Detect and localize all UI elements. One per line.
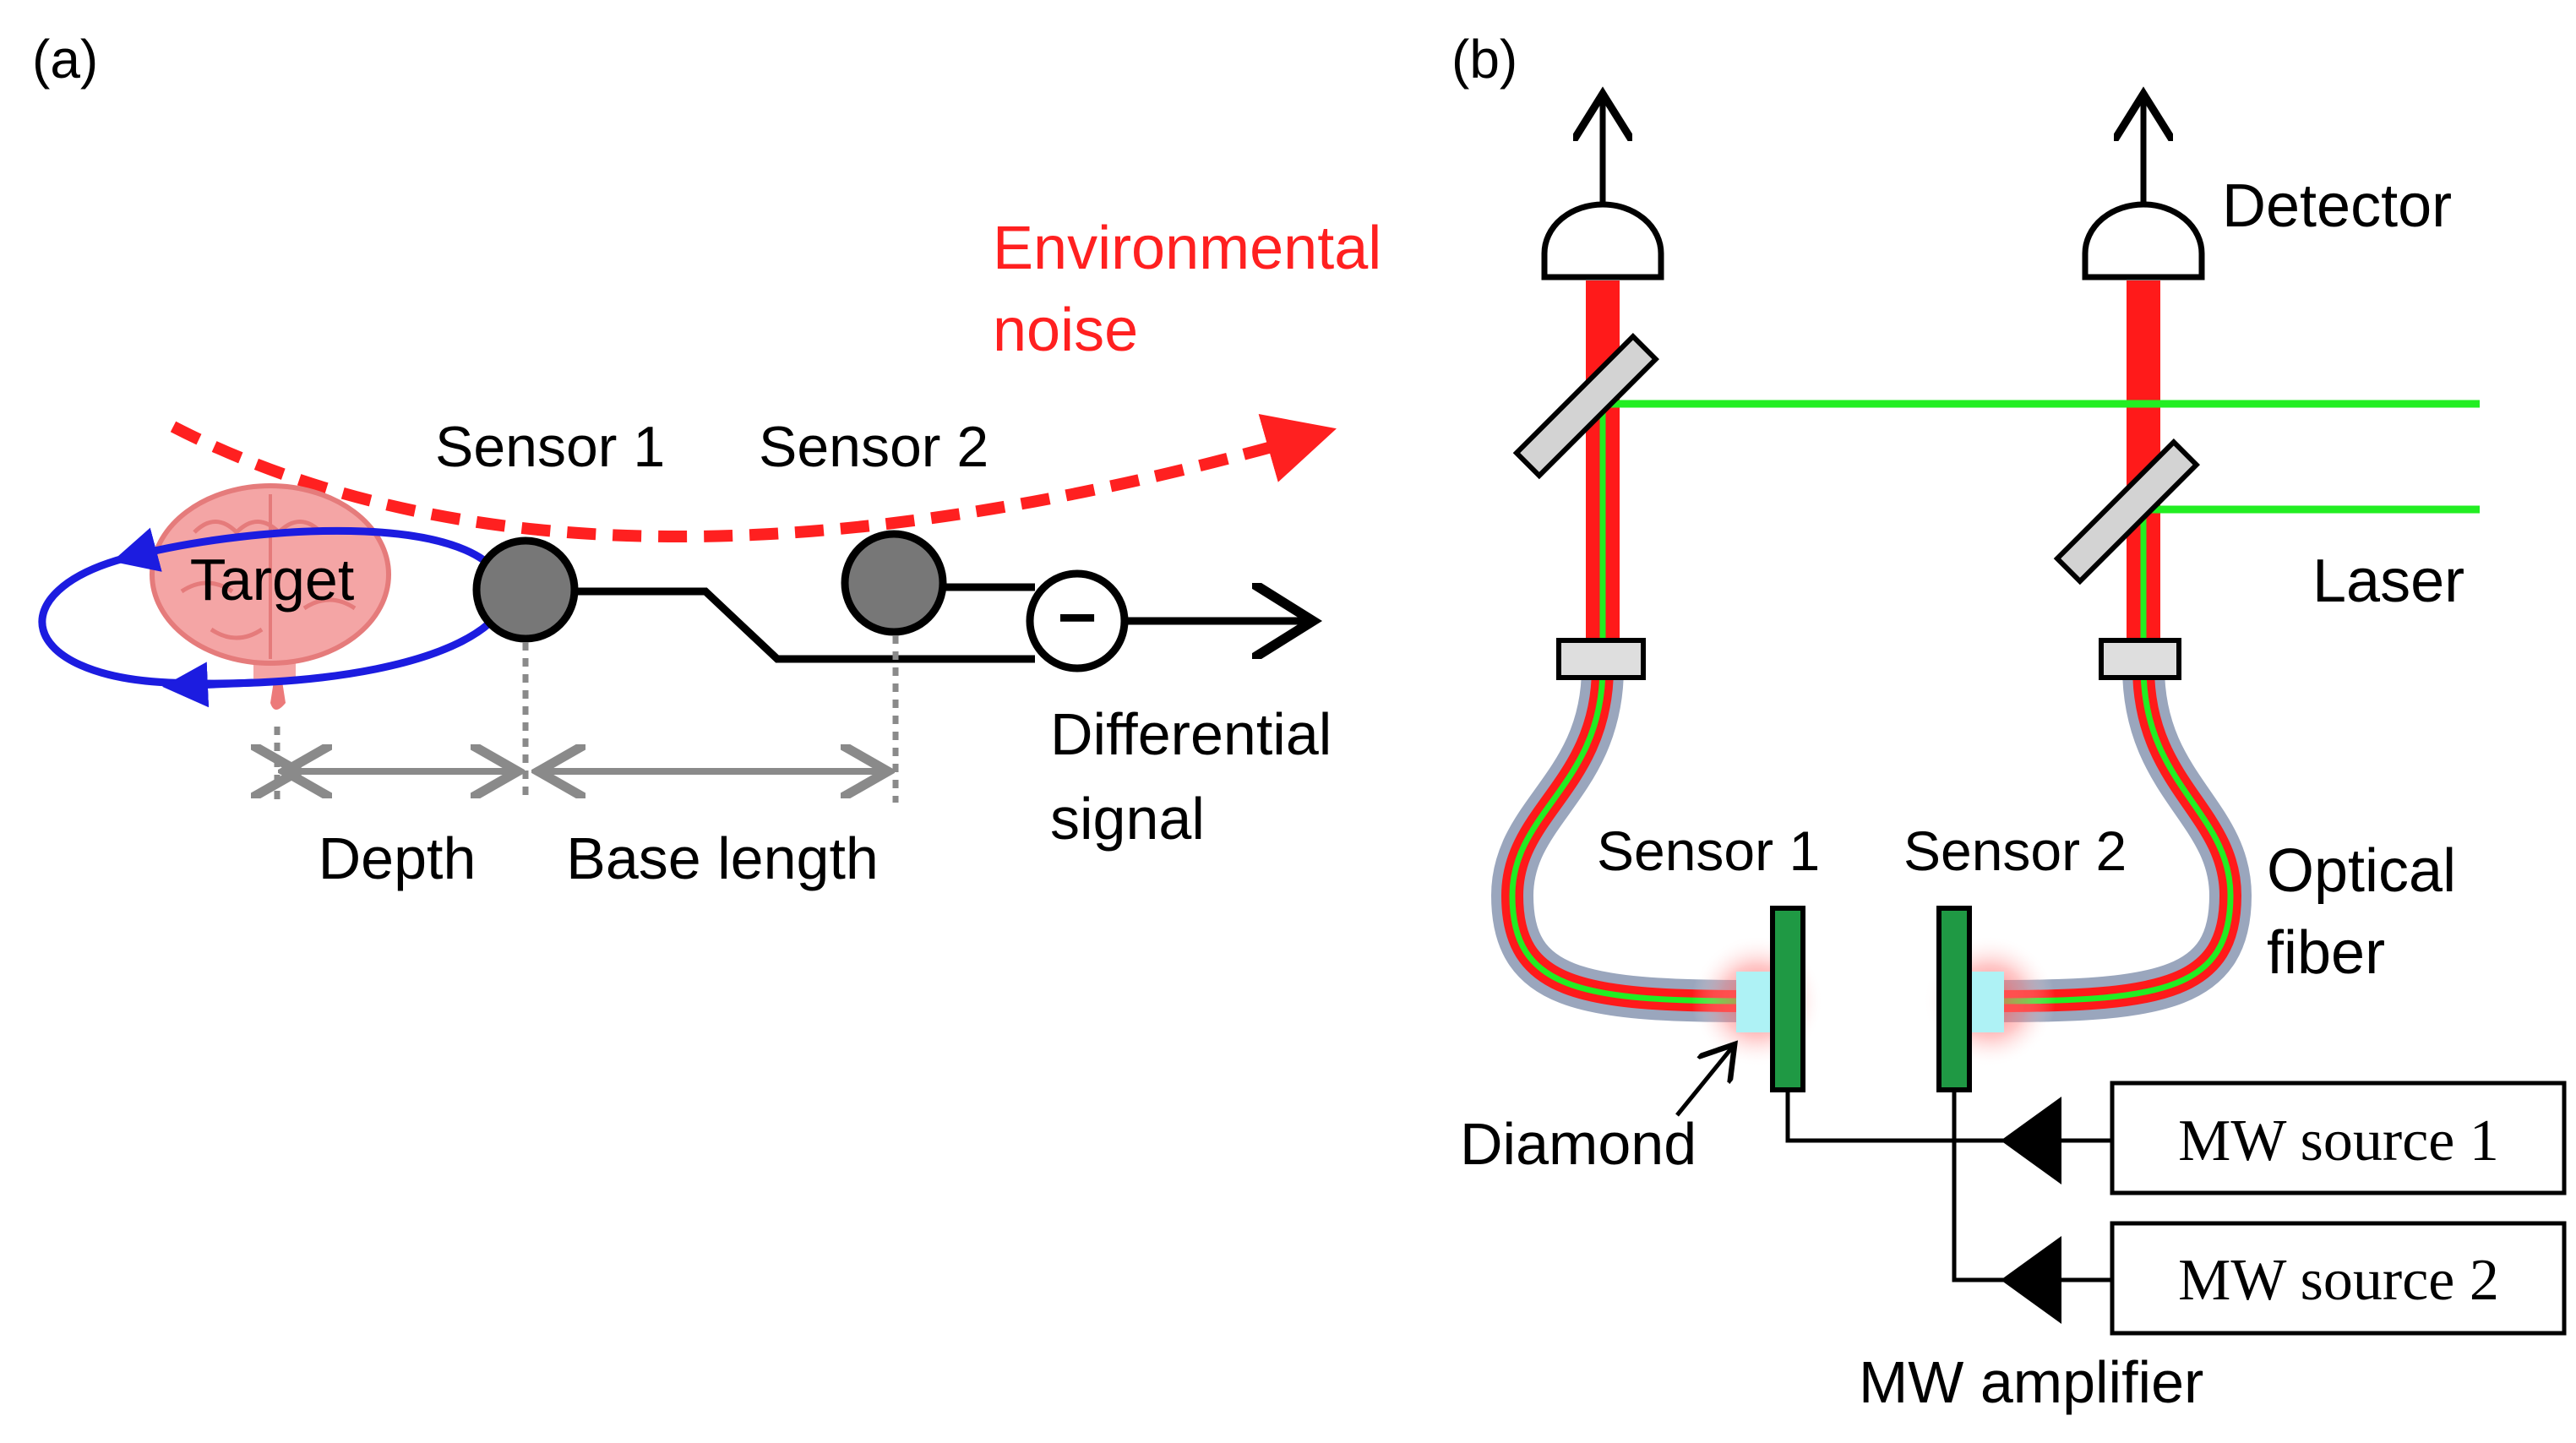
fiber-core-green-left <box>1509 667 1750 1005</box>
magnetic-loop-arrow <box>162 662 254 708</box>
detector1-icon <box>1541 201 1664 280</box>
noise-label-line2: noise <box>993 297 1138 364</box>
mw-amplifier-1-icon <box>2001 1097 2061 1184</box>
mw-source2-box <box>2110 1221 2567 1336</box>
mw-source1-box <box>2110 1081 2567 1195</box>
diamond-pointer-arrow <box>1675 1048 1732 1117</box>
fiber-coupler-right <box>2099 638 2181 680</box>
environmental-noise-arc <box>170 414 1337 542</box>
depth-label: Depth <box>319 825 477 891</box>
diamond-label: Diamond <box>1460 1111 1696 1177</box>
mw-antenna-left <box>1770 906 1805 1092</box>
base-length-label: Base length <box>566 825 879 891</box>
mw-source1-label: MW source 1 <box>2178 1108 2499 1173</box>
sensor2-label-b: Sensor 2 <box>1903 820 2127 882</box>
differential-label-line2: signal <box>1050 786 1205 852</box>
sensor2-circle <box>841 530 947 636</box>
sensor1-circle <box>472 536 579 643</box>
fiber-label-line2: fiber <box>2267 919 2385 987</box>
detector2-icon <box>2082 201 2205 280</box>
mw-antenna-right <box>1936 906 1972 1092</box>
target-label: Target <box>190 547 355 613</box>
mw-amplifier-label: MW amplifier <box>1859 1349 2203 1415</box>
sensor1-wire <box>575 587 1035 663</box>
mw-source2-label: MW source 2 <box>2178 1248 2499 1313</box>
panel-a-label: (a) <box>32 29 98 90</box>
laser-label: Laser <box>2312 547 2464 615</box>
panel-b-label: (b) <box>1451 29 1517 90</box>
differential-label-line1: Differential <box>1050 701 1332 767</box>
panel-a: (a) Environmental noise Target Sensor 1 … <box>32 29 1381 891</box>
mw-wire-1 <box>1785 1090 2011 1143</box>
mw-wire-2 <box>1952 1090 2011 1282</box>
mw-amplifier-2-icon <box>2001 1236 2061 1324</box>
differential-node <box>1026 569 1129 672</box>
detector-label: Detector <box>2222 172 2452 240</box>
beam-splitter-right <box>2053 438 2200 585</box>
noise-label-line1: Environmental <box>993 215 1381 282</box>
sensor1-label-b: Sensor 1 <box>1597 820 1820 882</box>
sensor2-label-a: Sensor 2 <box>759 415 988 479</box>
fiber-core-green-right <box>1997 667 2234 1005</box>
minus-symbol: − <box>1058 580 1097 655</box>
panel-b: (b) Detector Laser Optical fiber <box>1451 29 2567 1415</box>
sensor1-label-a: Sensor 1 <box>435 415 665 479</box>
fiber-label-line1: Optical <box>2267 837 2456 905</box>
beam-splitter-left <box>1512 333 1659 480</box>
fiber-coupler-left <box>1556 638 1646 680</box>
